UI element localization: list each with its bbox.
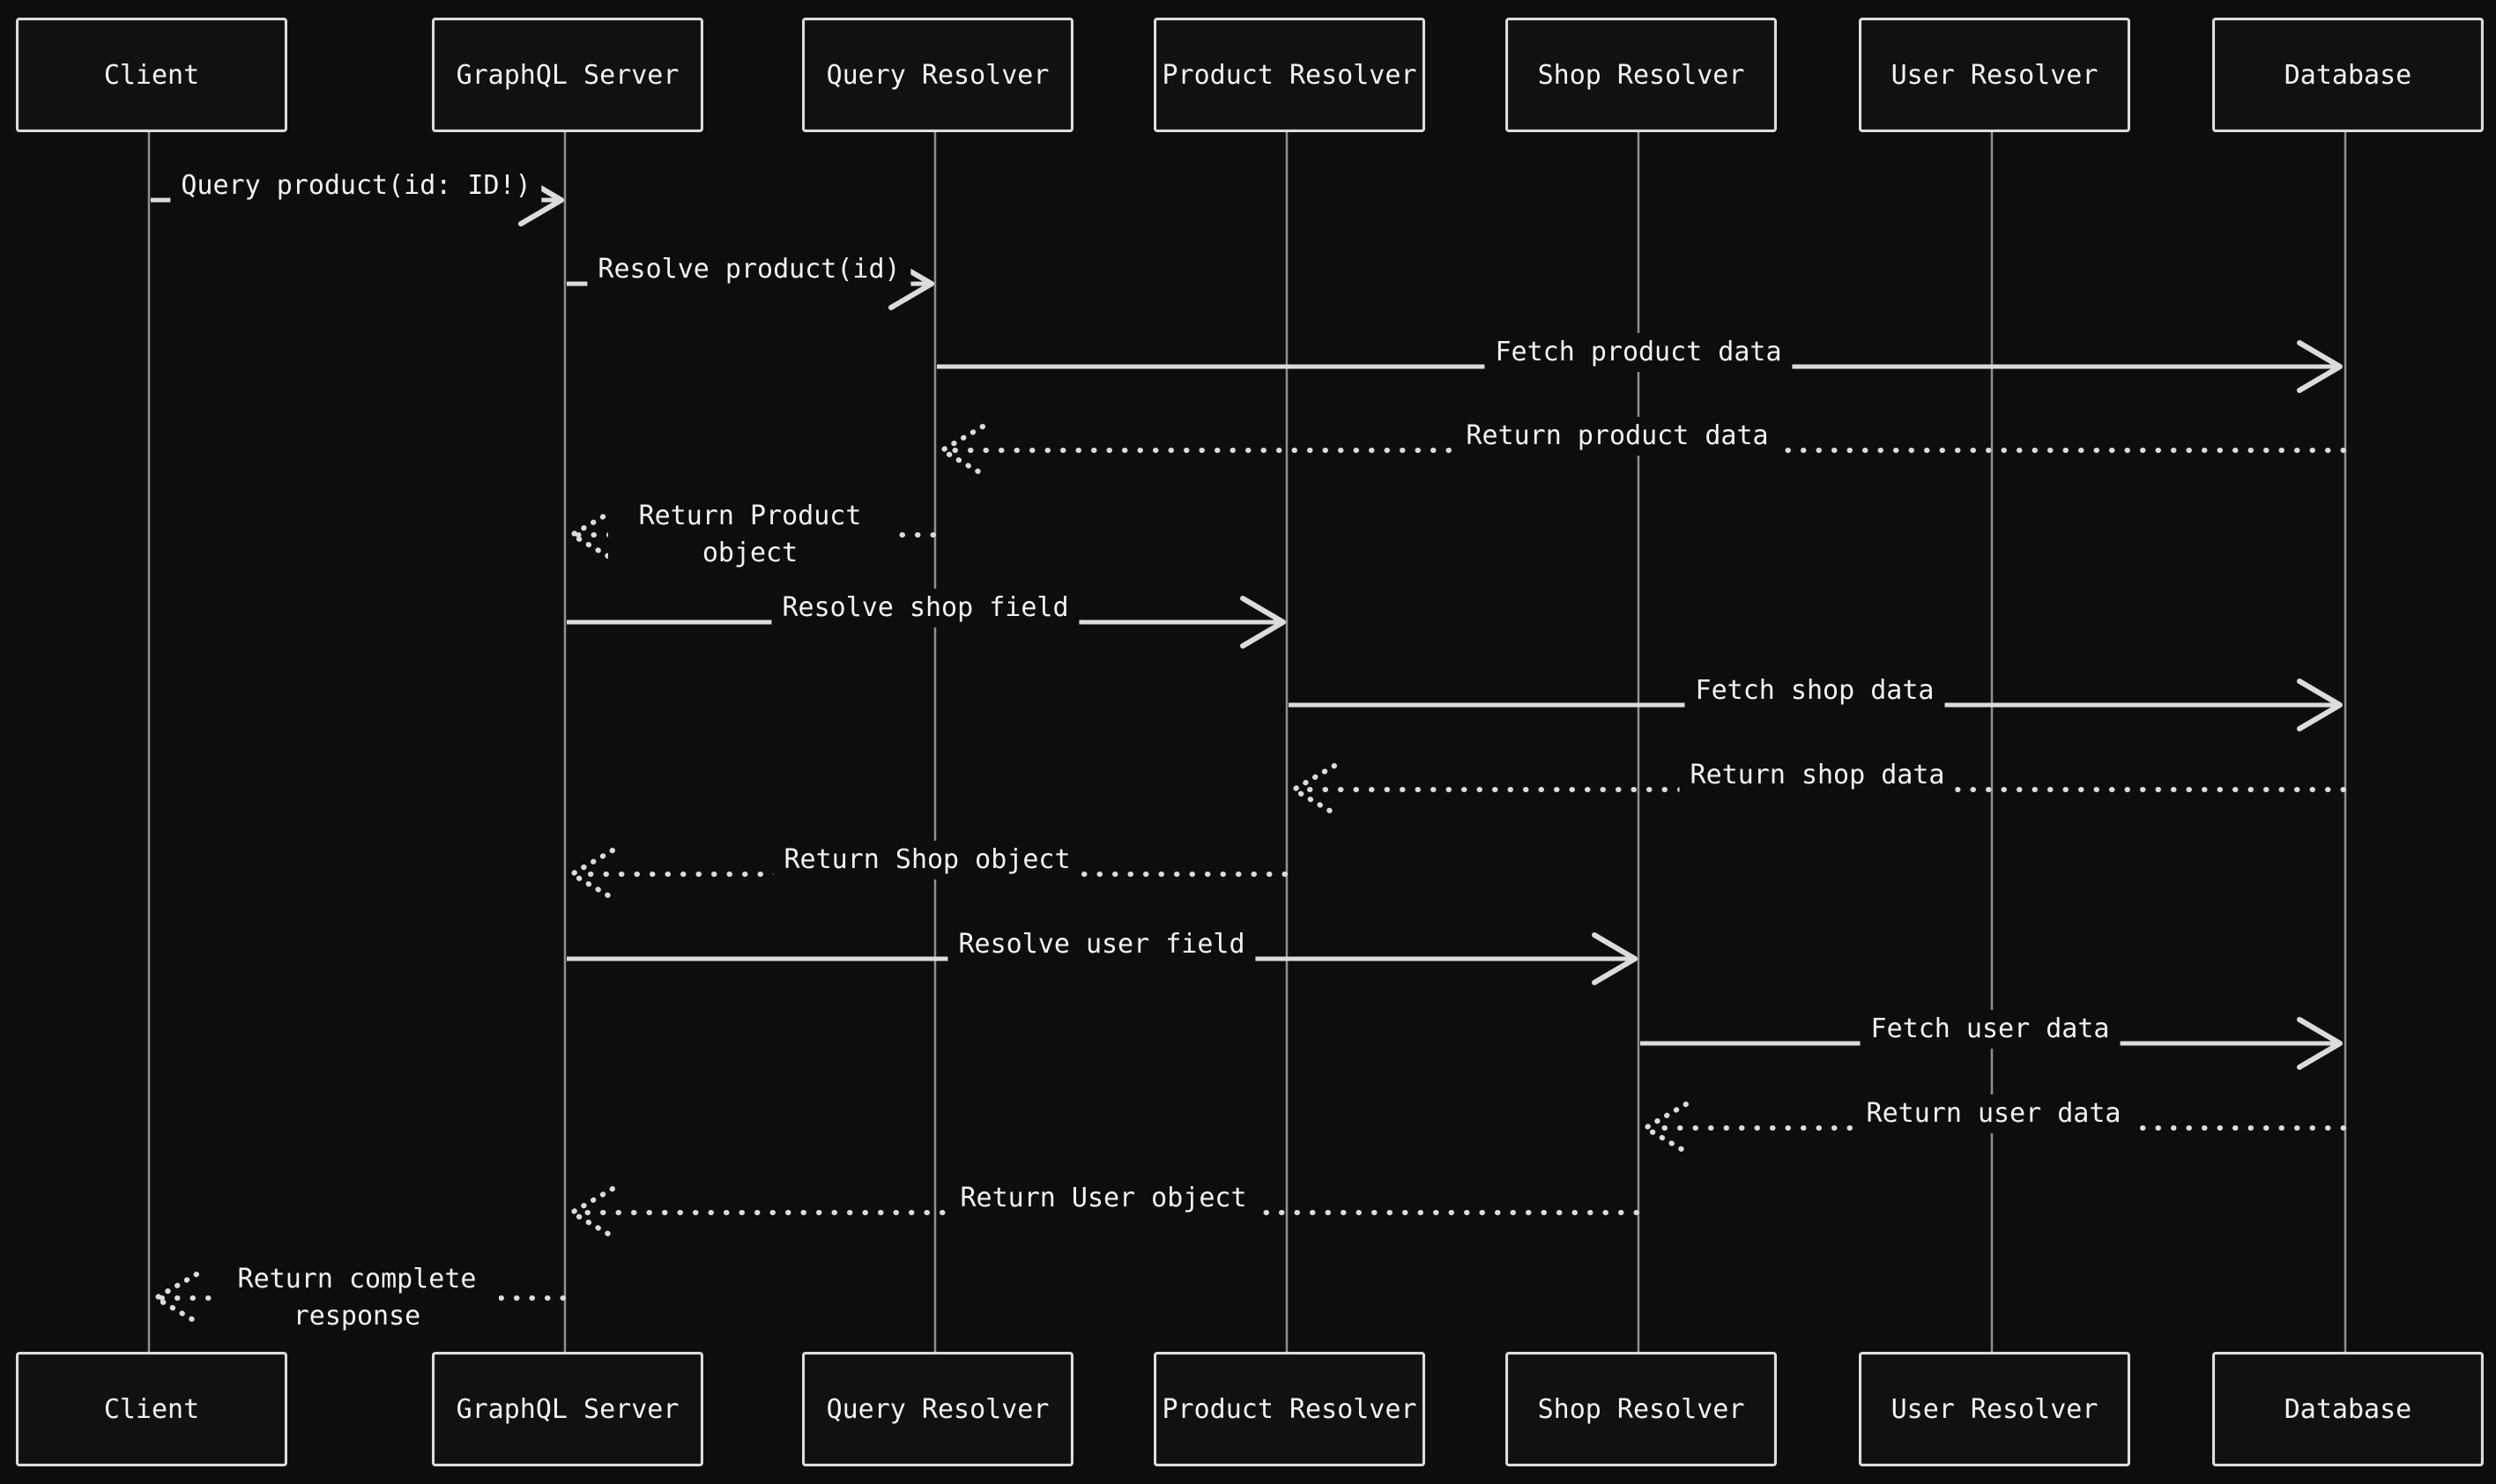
participant-bottom-product-resolver: Product Resolver (1154, 1352, 1425, 1466)
participant-label: Query Resolver (826, 1393, 1050, 1425)
message-arrow-return-product-data (937, 424, 2346, 477)
participant-top-shop-resolver: Shop Resolver (1505, 18, 1777, 132)
message-arrow-return-user-object (567, 1186, 1639, 1239)
participant-top-user-resolver: User Resolver (1859, 18, 2130, 132)
participant-top-database: Database (2212, 18, 2484, 132)
message-label-return-user-data: Return user data (1855, 1094, 2132, 1133)
participant-bottom-client: Client (16, 1352, 287, 1466)
participant-label: Database (2284, 1393, 2412, 1425)
participant-label: GraphQL Server (456, 59, 680, 91)
message-label-return-user-object: Return User object (949, 1179, 1258, 1218)
participant-label: Shop Resolver (1537, 1393, 1745, 1425)
message-label-fetch-product-data: Fetch product data (1484, 333, 1793, 372)
participant-bottom-user-resolver: User Resolver (1859, 1352, 2130, 1466)
message-label-return-shop-object: Return Shop object (773, 841, 1081, 879)
message-label-return-shop-data: Return shop data (1679, 756, 1956, 795)
participant-label: Product Resolver (1162, 1393, 1417, 1425)
lifelines (147, 127, 2347, 1352)
participant-top-query-resolver: Query Resolver (802, 18, 1073, 132)
participant-label: Client (103, 59, 200, 91)
participant-top-graphql-server: GraphQL Server (432, 18, 703, 132)
participant-label: GraphQL Server (456, 1393, 680, 1425)
participant-bottom-graphql-server: GraphQL Server (432, 1352, 703, 1466)
participant-label: Query Resolver (826, 59, 1050, 91)
participant-bottom-database: Database (2212, 1352, 2484, 1466)
message-label-return-product-object: Return Product object (608, 498, 892, 572)
participant-label: User Resolver (1891, 1393, 2099, 1425)
message-label-resolve-user-field: Resolve user field (947, 925, 1256, 964)
participant-top-client: Client (16, 18, 287, 132)
message-label-resolve-shop-field: Resolve shop field (771, 589, 1080, 627)
participant-label: Product Resolver (1162, 59, 1417, 91)
participant-bottom-shop-resolver: Shop Resolver (1505, 1352, 1777, 1466)
message-label-return-product-data: Return product data (1455, 417, 1779, 456)
participant-label: User Resolver (1891, 59, 2099, 91)
participant-label: Database (2284, 59, 2412, 91)
participant-bottom-query-resolver: Query Resolver (802, 1352, 1073, 1466)
participant-top-product-resolver: Product Resolver (1154, 18, 1425, 132)
message-arrow-return-user-data (1640, 1102, 2346, 1154)
message-label-fetch-shop-data: Fetch shop data (1684, 672, 1945, 710)
message-label-query-product: Query product(id: ID!) (170, 167, 542, 205)
message-label-return-complete-response: Return complete response (215, 1261, 499, 1335)
message-label-resolve-product: Resolve product(id) (587, 250, 911, 289)
message-label-fetch-user-data: Fetch user data (1860, 1010, 2121, 1049)
participant-label: Shop Resolver (1537, 59, 1745, 91)
participant-label: Client (103, 1393, 200, 1425)
